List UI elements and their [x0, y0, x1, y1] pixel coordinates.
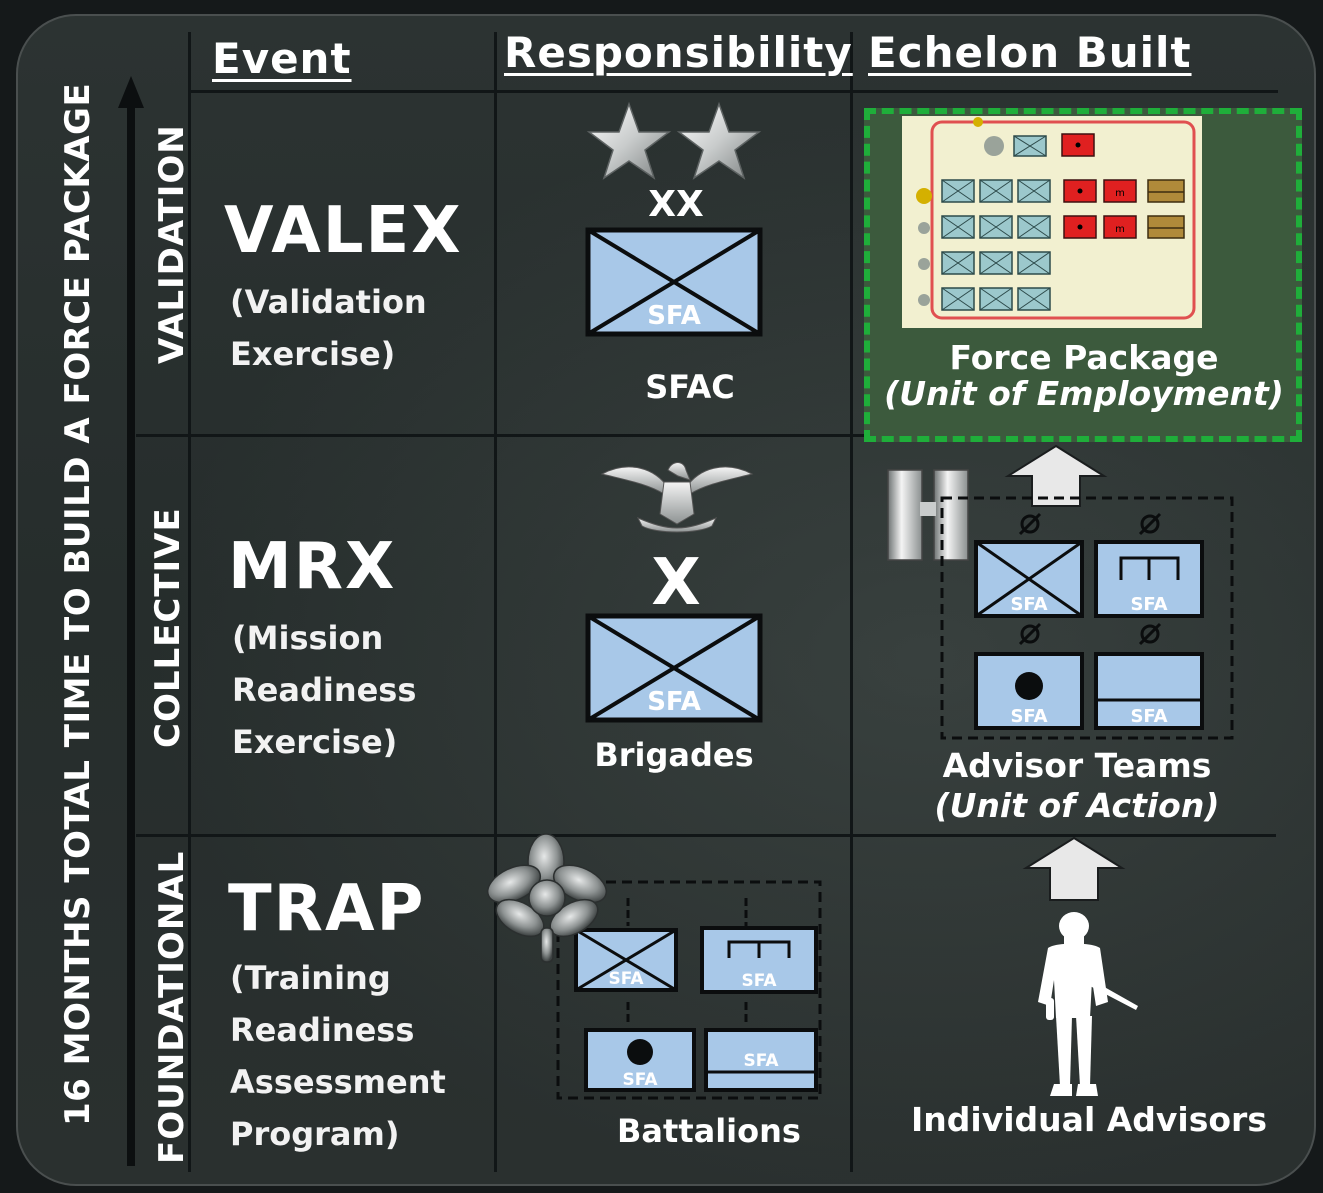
event-subtitle: (Training Readiness Assessment Program): [230, 959, 446, 1153]
captain-bars-insignia-icon: [887, 469, 969, 561]
advisor-teams-group: SFA SFA SFA SFA: [940, 496, 1234, 740]
advisor-teams-title: Advisor Teams: [942, 746, 1212, 785]
force-package-title: Force Package: [949, 338, 1219, 377]
up-arrow-icon: [1022, 836, 1126, 901]
grid-line: [136, 834, 1276, 837]
two-star-insignia-icon: [586, 101, 762, 180]
event-subtitle: (Validation Exercise): [230, 283, 427, 373]
time-arrow-icon: [118, 76, 144, 1166]
event-subtitle: (Mission Readiness Exercise): [232, 619, 417, 761]
force-package-diagram: 16 MONTHS TOTAL TIME TO BUILD A FORCE PA…: [16, 14, 1316, 1186]
grid-line: [188, 90, 1278, 93]
header-echelon-built: Echelon Built: [868, 28, 1192, 77]
grid-line: [850, 32, 853, 1172]
force-package-subtitle: (Unit of Employment): [884, 374, 1284, 413]
svg-text:SFA: SFA: [743, 1051, 779, 1071]
echelon-mark-brigade: X: [651, 546, 701, 620]
svg-text:SFA: SFA: [1130, 594, 1167, 615]
phase-label-validation: VALIDATION: [152, 124, 192, 364]
individual-advisors-label: Individual Advisors: [911, 1100, 1267, 1139]
grid-line: [188, 32, 191, 1172]
svg-text:SFA: SFA: [608, 969, 644, 989]
svg-text:SFA: SFA: [647, 687, 701, 717]
advisor-teams-subtitle: (Unit of Action): [934, 786, 1220, 825]
svg-text:SFA: SFA: [622, 1070, 658, 1090]
svg-text:SFA: SFA: [741, 971, 777, 991]
svg-text:m: m: [1115, 188, 1125, 199]
svg-text:SFA: SFA: [1010, 594, 1047, 615]
header-event: Event: [212, 34, 352, 83]
event-title-valex: VALEX: [224, 194, 463, 268]
event-title-trap: TRAP: [228, 872, 426, 946]
header-responsibility: Responsibility: [504, 28, 853, 77]
svg-text:m: m: [1115, 224, 1125, 235]
soldier-silhouette-icon: [1038, 912, 1138, 1096]
grid-line: [494, 32, 497, 1172]
svg-text:SFA: SFA: [647, 301, 701, 331]
echelon-mark-division: XX: [648, 184, 704, 225]
svg-text:SFA: SFA: [1130, 706, 1167, 727]
up-arrow-icon: [1004, 444, 1108, 507]
responsibility-brigades: Brigades: [594, 736, 754, 774]
oak-leaf-insignia-icon: [486, 833, 608, 963]
sfa-unit-symbol: SFA: [585, 227, 763, 337]
responsibility-battalions: Battalions: [617, 1112, 801, 1150]
grid-line: [136, 434, 866, 437]
phase-label-foundational: FOUNDATIONAL: [152, 850, 192, 1164]
sfa-unit-symbol: SFA: [585, 613, 763, 723]
event-title-mrx: MRX: [228, 530, 397, 604]
axis-label: 16 MONTHS TOTAL TIME TO BUILD A FORCE PA…: [58, 82, 98, 1126]
phase-label-collective: COLLECTIVE: [148, 507, 188, 748]
force-package-org-chart: m m: [902, 116, 1202, 328]
svg-text:SFA: SFA: [1010, 706, 1047, 727]
eagle-insignia-icon: [600, 462, 754, 533]
battalion-group: SFA SFA SFA SFA: [556, 880, 822, 1100]
responsibility-sfac: SFAC: [645, 368, 735, 406]
